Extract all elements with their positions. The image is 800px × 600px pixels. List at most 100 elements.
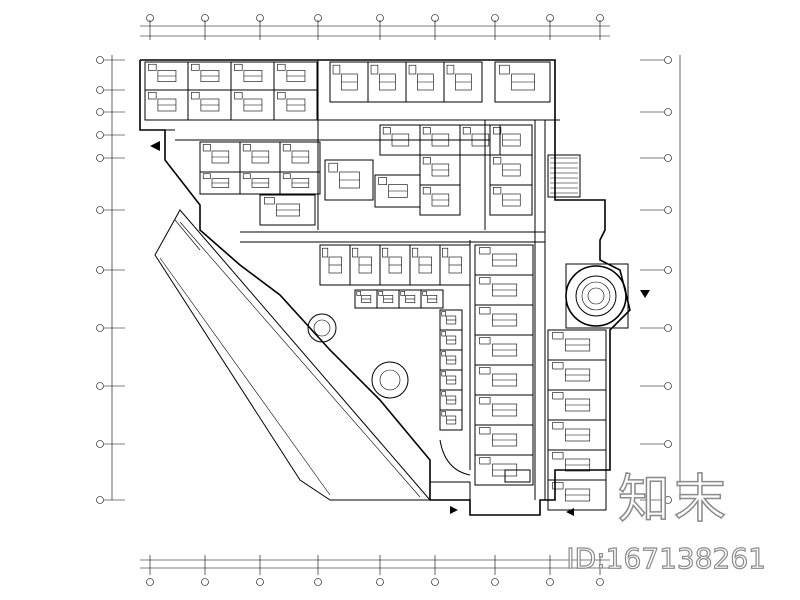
bathroom	[382, 127, 391, 135]
bathroom	[441, 411, 447, 417]
bathroom	[552, 452, 564, 460]
entrance-arrows	[150, 141, 650, 516]
bathroom	[479, 307, 491, 315]
bathroom	[479, 247, 491, 255]
guest-rooms	[144, 61, 607, 511]
grid-axis-bubble	[201, 578, 209, 586]
room	[474, 454, 534, 486]
bathroom	[552, 392, 564, 400]
bathroom	[202, 173, 211, 179]
bathroom	[493, 157, 502, 165]
bathroom	[441, 351, 447, 357]
room	[273, 89, 318, 121]
grid-axis-bubble	[96, 266, 104, 274]
grid-axis-bubble	[96, 108, 104, 116]
room	[279, 171, 321, 195]
top-grid-axes	[146, 14, 604, 22]
grid-axis-bubble	[596, 14, 604, 22]
grid-axis-bubble	[664, 324, 672, 332]
grid-axis-bubble	[96, 56, 104, 64]
grid-axis-bubble	[314, 578, 322, 586]
bathroom	[191, 92, 200, 100]
grid-axis-bubble	[96, 154, 104, 162]
bathroom	[446, 64, 455, 75]
bathroom	[277, 92, 286, 100]
bathroom	[322, 247, 329, 258]
bathroom	[552, 422, 564, 430]
bathroom	[202, 144, 211, 152]
bottom-grid-axes	[146, 578, 604, 586]
grid-axis-bubble	[664, 440, 672, 448]
grid-axis-bubble	[96, 496, 104, 504]
grid-axis-bubble	[546, 578, 554, 586]
bathroom	[356, 291, 362, 296]
grid-axis-bubble	[96, 131, 104, 139]
room	[489, 184, 533, 216]
round-hall	[565, 263, 629, 329]
bathroom	[441, 371, 447, 377]
grid-axis-bubble	[256, 578, 264, 586]
bathroom	[442, 247, 449, 258]
room	[419, 184, 461, 216]
grid-axis-bubble	[491, 578, 499, 586]
bathroom	[552, 332, 564, 340]
grid-axis-bubble	[664, 108, 672, 116]
grid-axis-bubble	[596, 578, 604, 586]
room	[439, 244, 471, 286]
grid-axis-bubble	[664, 56, 672, 64]
grid-axis-bubble	[146, 578, 154, 586]
grid-axis-bubble	[201, 14, 209, 22]
bathroom	[499, 64, 510, 75]
bathroom	[479, 367, 491, 375]
diagonal-ramp-strip	[154, 209, 432, 501]
grid-axis-bubble	[96, 382, 104, 390]
grid-axis-bubble	[256, 14, 264, 22]
watermark-id: ID:167138261	[566, 541, 767, 575]
grid-axis-bubble	[96, 324, 104, 332]
top-dimension-chain	[140, 20, 610, 40]
grid-axis-bubble	[146, 14, 154, 22]
left-grid-axes	[96, 56, 125, 504]
bathroom	[277, 63, 286, 71]
bathroom	[441, 331, 447, 337]
entry-curve	[429, 439, 531, 501]
bathroom	[479, 337, 491, 345]
room	[443, 61, 483, 103]
bathroom	[552, 362, 564, 370]
bathroom	[479, 397, 491, 405]
bathroom	[412, 247, 419, 258]
bathroom	[378, 291, 384, 296]
bathroom	[282, 173, 291, 179]
room	[324, 159, 374, 201]
bathroom	[328, 162, 338, 173]
grid-axis-bubble	[664, 266, 672, 274]
corridors	[175, 60, 560, 500]
bathroom	[462, 127, 471, 135]
grid-axis-bubble	[431, 578, 439, 586]
bathroom	[370, 64, 379, 75]
bathroom	[422, 157, 431, 165]
grid-axis-bubble	[314, 14, 322, 22]
bathroom	[282, 144, 291, 152]
building-outline	[139, 59, 631, 516]
grid-axis-bubble	[431, 14, 439, 22]
room	[439, 409, 463, 431]
bathroom	[352, 247, 359, 258]
lobby-round-table	[307, 313, 409, 399]
bathroom	[382, 247, 389, 258]
bathroom	[479, 427, 491, 435]
bathroom	[242, 173, 251, 179]
bathroom	[493, 187, 502, 195]
bathroom	[148, 63, 157, 71]
bathroom	[400, 291, 406, 296]
grid-axis-bubble	[664, 154, 672, 162]
grid-axis-bubble	[376, 578, 384, 586]
room	[494, 61, 551, 103]
grid-axis-bubble	[376, 14, 384, 22]
bathroom	[479, 457, 491, 465]
grid-axis-bubble	[96, 86, 104, 94]
watermark-logo: 知末	[617, 469, 730, 531]
bottom-dimension-chain	[140, 555, 610, 575]
grid-axis-bubble	[96, 440, 104, 448]
